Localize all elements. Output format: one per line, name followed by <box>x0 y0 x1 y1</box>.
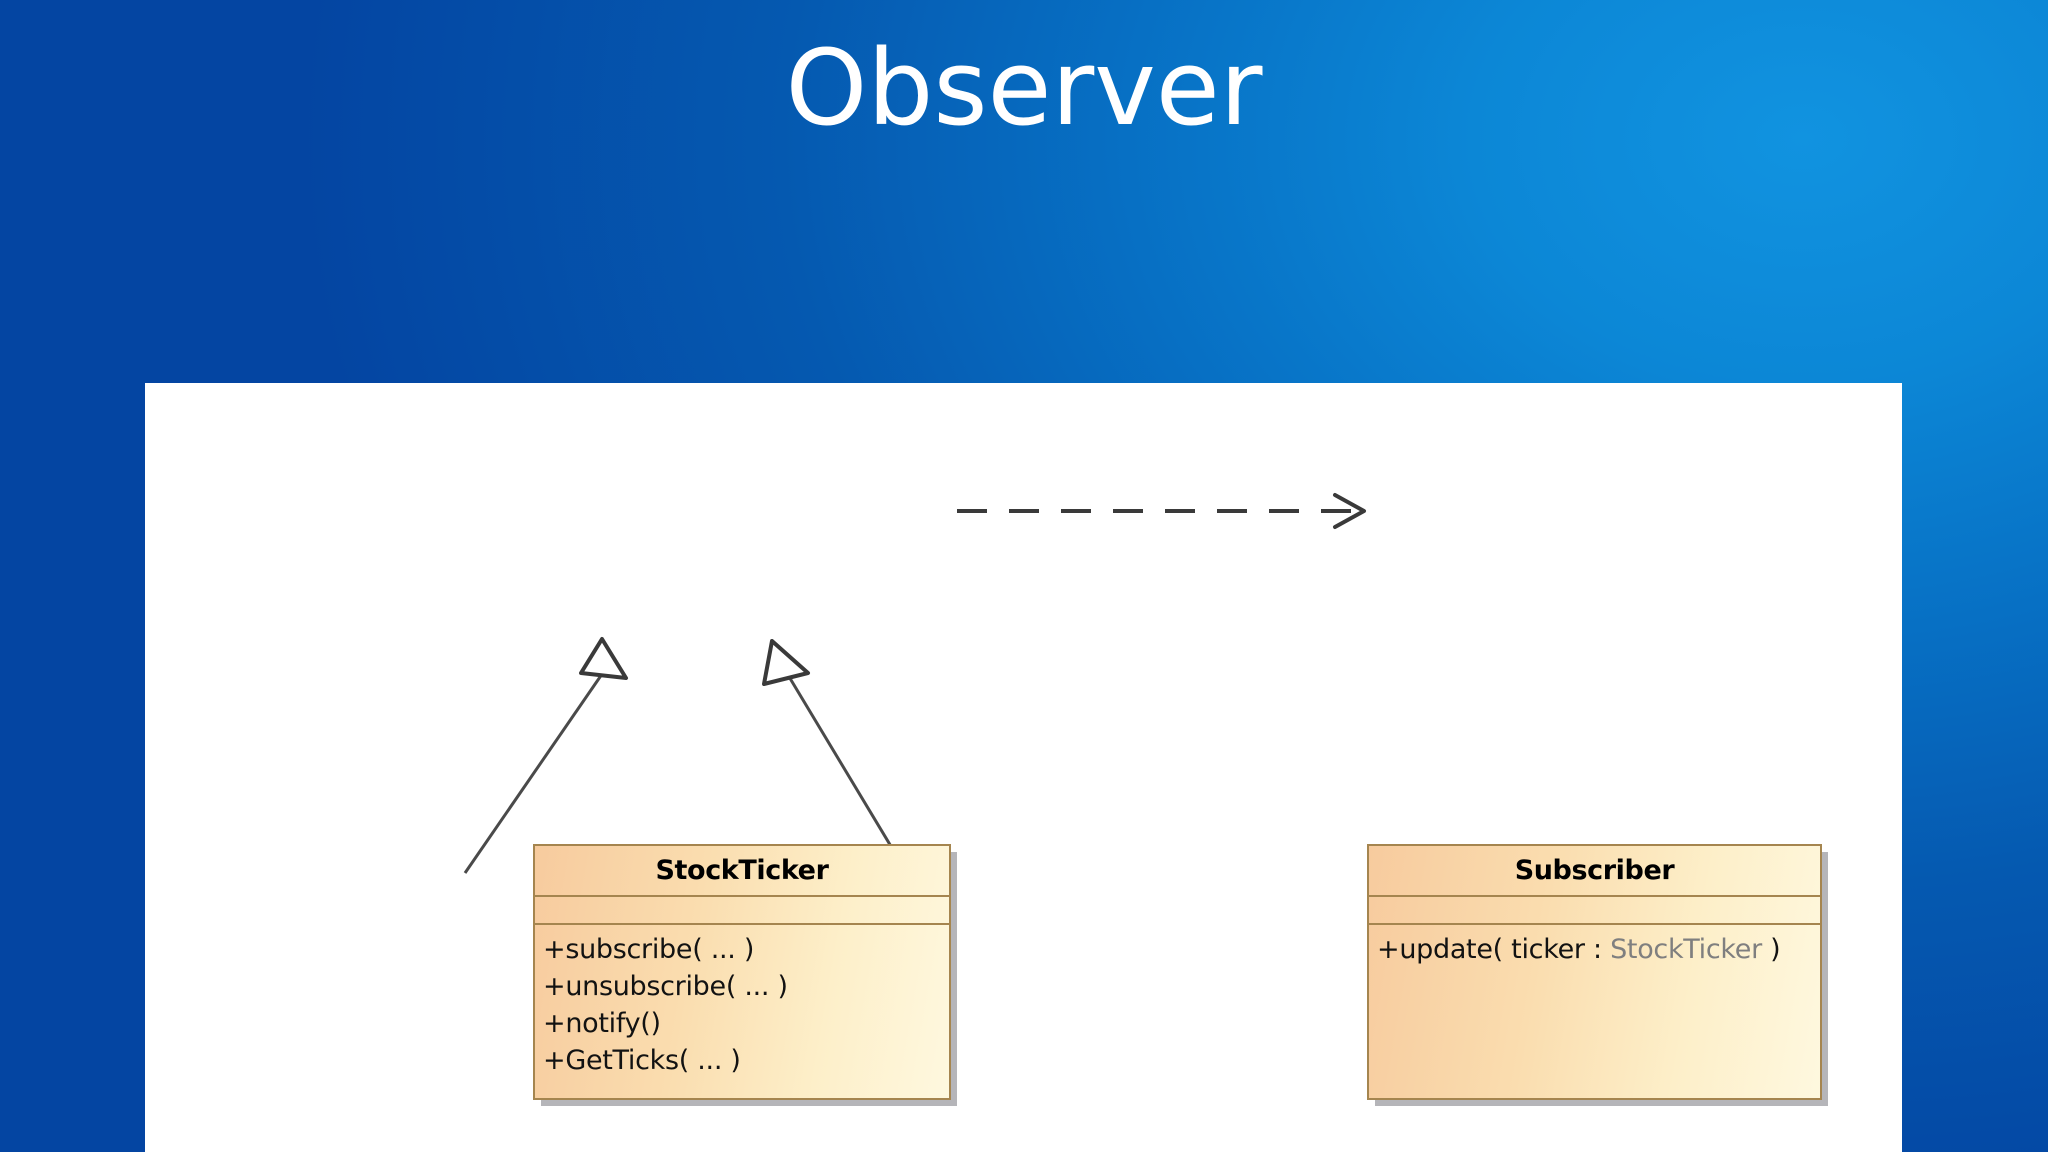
generalization-arrow-boersefrankfurtticker <box>762 639 903 864</box>
page-title: Observer <box>785 27 1263 149</box>
uml-operation-type-reference: StockTicker <box>1610 934 1762 965</box>
uml-attributes-compartment <box>1369 897 1820 925</box>
uml-class-subscriber[interactable]: Subscriber +update( ticker : StockTicker… <box>1367 844 1822 1100</box>
uml-operation: +subscribe( ... ) <box>543 934 755 965</box>
uml-operation: +unsubscribe( ... ) <box>543 971 788 1002</box>
dependency-arrow-stockticker-subscriber <box>957 493 1366 529</box>
uml-operation: +notify() <box>543 1008 661 1039</box>
uml-class-name: Subscriber <box>1369 846 1820 897</box>
slide-content-panel: Subscriber (dashed, open arrow) --> Stoc… <box>145 383 1902 1152</box>
uml-operation: +update( ticker : StockTicker ) <box>1377 931 1812 968</box>
uml-operation: +GetTicks( ... ) <box>543 1045 741 1076</box>
uml-operations-compartment: +subscribe( ... ) +unsubscribe( ... ) +n… <box>535 925 949 1098</box>
uml-class-name: StockTicker <box>535 846 949 897</box>
uml-class-stockticker[interactable]: StockTicker +subscribe( ... ) +unsubscri… <box>533 844 951 1100</box>
uml-operations-compartment: +update( ticker : StockTicker ) <box>1369 925 1820 1098</box>
uml-operation-suffix: ) <box>1761 934 1781 965</box>
uml-attributes-compartment <box>535 897 949 925</box>
uml-operation-prefix: +update( ticker : <box>1377 934 1611 965</box>
generalization-arrow-nyseticker <box>463 637 628 874</box>
